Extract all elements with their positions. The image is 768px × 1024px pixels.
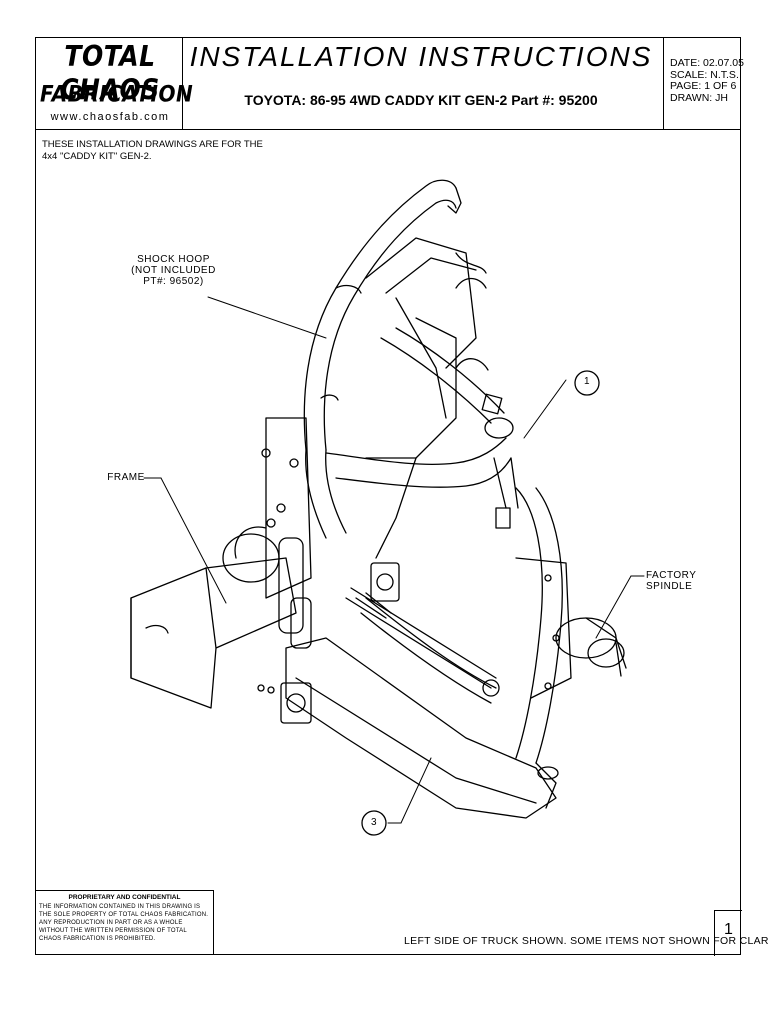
proprietary-text: THE INFORMATION CONTAINED IN THIS DRAWIN… [39,904,209,942]
balloon-3-label: 3 [370,817,378,828]
meta-divider [663,38,664,129]
callout-factory-spindle: FACTORY SPINDLE [646,570,706,592]
callout-frame: FRAME [107,472,145,483]
balloon-1-circle [574,370,600,396]
callout-shock-hoop-line2: (NOT INCLUDED [131,265,216,276]
company-url: www.chaosfab.com [50,111,170,123]
drawing-scale: SCALE: N.T.S. [670,68,739,81]
frame-rail [130,417,312,709]
factory-spindle-part [515,487,627,809]
callout-spindle-line1: FACTORY [646,570,697,581]
callout-spindle-line2: SPINDLE [646,581,693,592]
upper-control-arm [325,327,519,529]
drawing-sheet: TOTAL CHAOS FABRICATION www.chaosfab.com… [35,37,768,956]
callout-shock-hoop-line1: SHOCK HOOP [137,254,210,265]
balloon-3-circle [361,810,387,836]
suspension-line-drawing [130,179,645,836]
drawing-date: DATE: 02.07.05 [670,57,744,69]
drawing-page: PAGE: 1 OF 6 [670,80,737,92]
shock-absorber [278,537,312,649]
lower-control-arm [257,562,557,819]
title-block-divider [36,129,740,130]
frame-tower [365,237,489,559]
logo-divider [182,38,183,129]
proprietary-title: PROPRIETARY AND CONFIDENTIAL [68,894,181,901]
drawing-footnote: LEFT SIDE OF TRUCK SHOWN. SOME ITEMS NOT… [404,935,768,947]
balloon-1-label: 1 [583,376,591,387]
shock-hoop-part [303,179,462,539]
document-title: INSTALLATION INSTRUCTIONS [189,41,653,72]
callout-leaders [143,296,645,824]
company-logo-line2: FABRICATION [40,80,194,108]
document-subtitle: TOYOTA: 86-95 4WD CADDY KIT GEN-2 Part #… [244,92,598,108]
intro-note-line2: 4x4 "CADDY KIT" GEN-2. [42,151,152,162]
callout-shock-hoop: SHOCK HOOP (NOT INCLUDED PT#: 96502) [131,254,216,287]
company-logo-line1: TOTAL CHAOS [60,39,160,107]
intro-note: THESE INSTALLATION DRAWINGS ARE FOR THE … [42,139,272,163]
callout-shock-hoop-line3: PT#: 96502) [143,276,204,287]
drawing-drawn-by: DRAWN: JH [670,91,728,104]
intro-note-line1: THESE INSTALLATION DRAWINGS ARE FOR THE [42,139,263,150]
proprietary-notice-box: PROPRIETARY AND CONFIDENTIAL THE INFORMA… [36,890,214,954]
tie-rod [345,587,500,697]
page-number: 1 [724,921,733,938]
page-number-box: 1 [714,910,742,956]
drawing-metadata: DATE: 02.07.05 SCALE: N.T.S. PAGE: 1 OF … [670,57,744,104]
